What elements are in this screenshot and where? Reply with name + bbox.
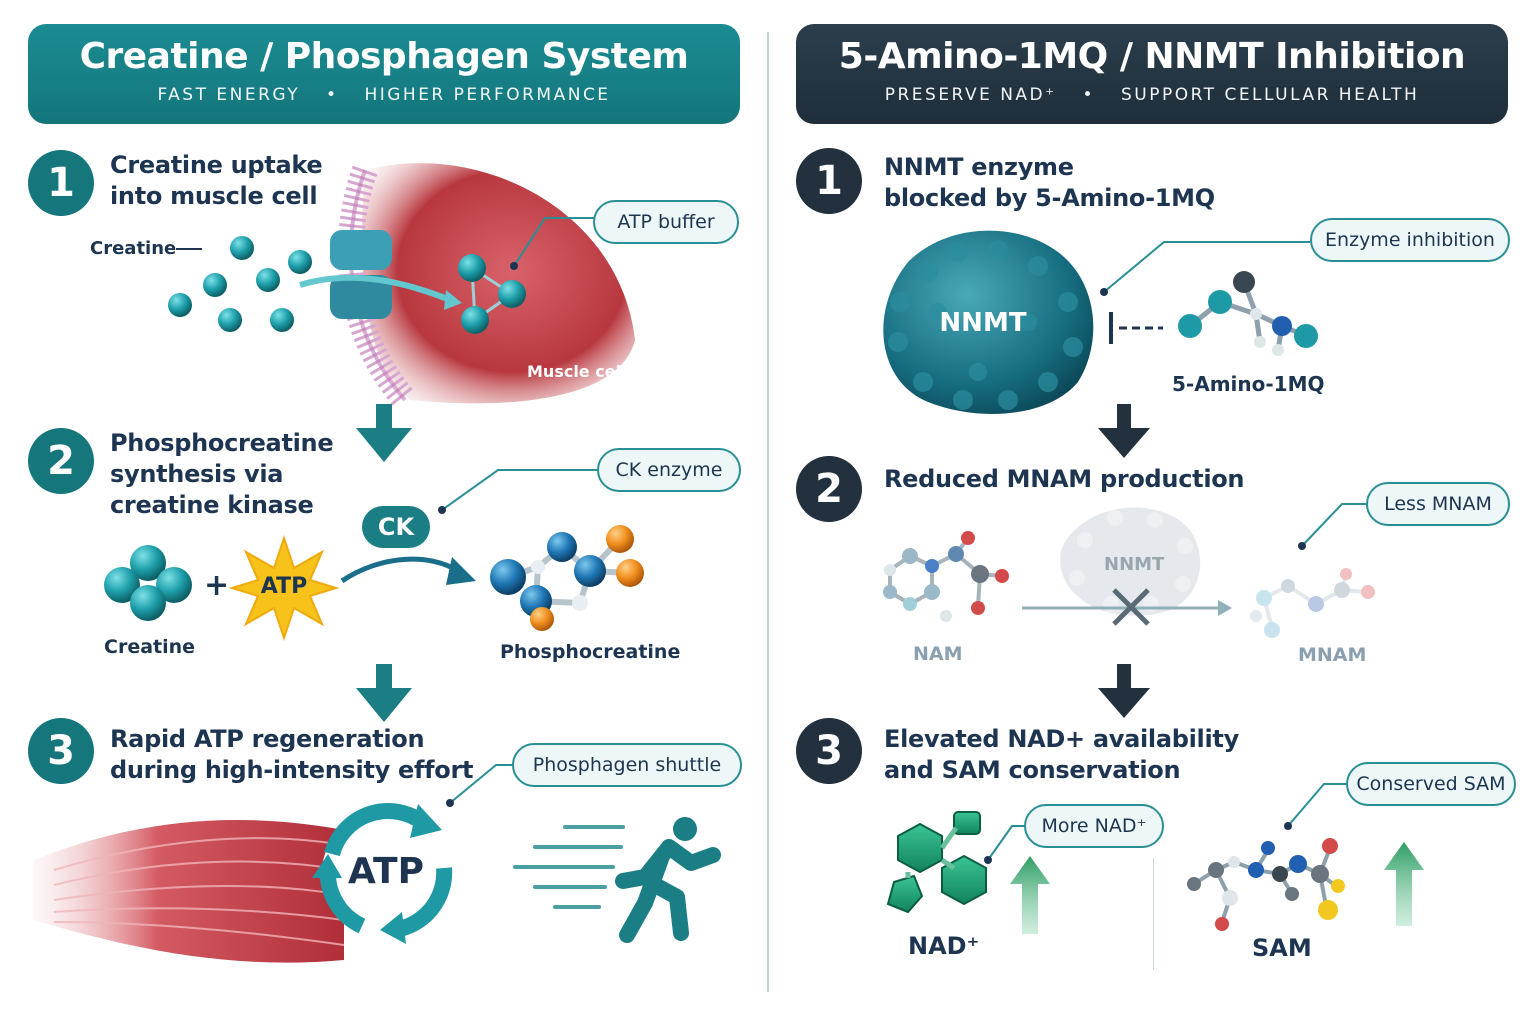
right-subtitle-a: PRESERVE NAD⁺ — [884, 85, 1057, 105]
arrow-down-icon — [1098, 664, 1150, 718]
center-divider — [767, 32, 769, 992]
left-step-1-line2: into muscle cell — [110, 182, 318, 210]
x-block-icon — [1112, 588, 1150, 626]
phosphagen-shuttle-pill: Phosphagen shuttle — [512, 743, 742, 787]
left-step-2-line1: Phosphocreatine — [110, 429, 334, 457]
mnam-leader-line — [1298, 503, 1366, 550]
left-subtitle-b: HIGHER PERFORMANCE — [364, 85, 611, 105]
phosphocreatine-label: Phosphocreatine — [500, 641, 681, 663]
muscle-fiber-illustration — [34, 820, 345, 963]
left-banner: Creatine / Phosphagen System FAST ENERGY… — [28, 24, 740, 124]
atp-star-label: ATP — [260, 574, 308, 599]
muscle-cell-illustration — [168, 163, 635, 409]
sam-molecule-icon — [1187, 838, 1345, 931]
right-step-2-line1: Reduced MNAM production — [884, 465, 1245, 493]
cycle-arrows-icon — [312, 803, 453, 944]
right-banner: 5-Amino-1MQ / NNMT Inhibition PRESERVE N… — [796, 24, 1508, 124]
left-step-1-number: 1 — [28, 150, 94, 216]
more-nad-pill: More NAD⁺ — [1024, 804, 1164, 848]
ck-leader-line — [438, 469, 598, 514]
left-step-1-line1: Creatine uptake — [110, 151, 323, 179]
sam-label: SAM — [1252, 934, 1312, 962]
right-title: 5-Amino-1MQ / NNMT Inhibition — [838, 36, 1466, 77]
right-subtitle-b: SUPPORT CELLULAR HEALTH — [1120, 85, 1420, 105]
creatine-bottom-label: Creatine — [104, 636, 196, 658]
right-step-3-line1: Elevated NAD+ availability — [884, 725, 1239, 753]
shuttle-leader-line — [446, 764, 512, 807]
nam-molecule-icon — [883, 531, 1009, 622]
amino-1mq-molecule-icon — [1178, 271, 1318, 356]
up-arrow-icon — [1010, 856, 1050, 934]
inhibition-symbol-icon — [1109, 312, 1163, 344]
right-step-3-line2: and SAM conservation — [884, 756, 1181, 784]
nnmt-faded-label: NNMT — [1104, 554, 1165, 575]
ck-enzyme-pill: CK enzyme — [597, 448, 741, 492]
left-subtitle: FAST ENERGY • HIGHER PERFORMANCE — [28, 85, 740, 105]
right-step-1-text: NNMT enzyme blocked by 5-Amino-1MQ — [884, 152, 1215, 214]
mnam-label: MNAM — [1298, 644, 1367, 666]
atp-star-icon — [228, 534, 340, 642]
left-step-2-line2: synthesis via — [110, 460, 284, 488]
left-step-2-line3: creatine kinase — [110, 491, 314, 519]
right-subtitle: PRESERVE NAD⁺ • SUPPORT CELLULAR HEALTH — [796, 85, 1508, 105]
up-arrow-icon — [1384, 842, 1424, 926]
left-step-3-number: 3 — [28, 718, 94, 784]
right-step-3-text: Elevated NAD+ availability and SAM conse… — [884, 724, 1239, 786]
atp-buffer-cluster — [458, 254, 526, 334]
creatine-molecules — [168, 236, 312, 332]
left-step-3-line2: during high-intensity effort — [110, 756, 474, 784]
nam-label: NAM — [913, 643, 963, 665]
mnam-molecule-icon — [1250, 568, 1375, 638]
left-title: Creatine / Phosphagen System — [79, 36, 689, 77]
nad-sam-divider — [1153, 858, 1154, 970]
right-step-2-text: Reduced MNAM production — [884, 464, 1245, 495]
nad-label: NAD⁺ — [908, 932, 980, 960]
atp-cycle-label: ATP — [347, 851, 424, 892]
ck-reaction-arrow — [340, 556, 476, 585]
runner-icon — [513, 817, 721, 943]
nnmt-label: NNMT — [939, 308, 1027, 338]
left-step-3-line1: Rapid ATP regeneration — [110, 725, 425, 753]
enzyme-inhibition-pill: Enzyme inhibition — [1310, 218, 1510, 262]
left-subtitle-a: FAST ENERGY — [157, 85, 301, 105]
nad-molecule-icon — [886, 811, 987, 914]
phosphocreatine-molecule-icon — [490, 525, 644, 631]
right-step-3-number: 3 — [796, 718, 862, 784]
left-step-2-text: Phosphocreatine synthesis via creatine k… — [110, 428, 334, 521]
left-step-1-text: Creatine uptake into muscle cell — [110, 150, 323, 212]
creatine-molecule-icon — [104, 545, 192, 621]
left-step-2-number: 2 — [28, 428, 94, 494]
right-step-1-line1: NNMT enzyme — [884, 153, 1074, 181]
bullet-icon: • — [1082, 85, 1096, 105]
plus-sign: + — [204, 568, 230, 603]
creatine-label: Creatine — [90, 238, 177, 259]
less-mnam-pill: Less MNAM — [1366, 482, 1510, 526]
nnmt-protein-illustration — [883, 230, 1094, 414]
creatine-leader-line — [176, 248, 202, 250]
inhibition-leader-line — [1100, 241, 1310, 296]
atp-buffer-pill: ATP buffer — [593, 200, 739, 244]
ck-badge: CK — [362, 506, 430, 548]
right-step-1-line2: blocked by 5-Amino-1MQ — [884, 184, 1215, 212]
left-step-3-text: Rapid ATP regeneration during high-inten… — [110, 724, 473, 786]
conserved-sam-pill: Conserved SAM — [1346, 762, 1516, 806]
arrow-down-icon — [356, 664, 412, 722]
amino-1mq-label: 5-Amino-1MQ — [1172, 372, 1325, 396]
muscle-cell-label: Muscle cell — [527, 362, 627, 381]
sam-leader-line — [1284, 783, 1348, 830]
arrow-down-icon — [1098, 404, 1150, 458]
bullet-icon: • — [326, 85, 339, 105]
blocked-reaction-arrow — [1022, 588, 1232, 626]
right-step-2-number: 2 — [796, 456, 862, 522]
arrow-down-icon — [356, 404, 412, 462]
right-step-1-number: 1 — [796, 148, 862, 214]
nad-leader-line — [984, 825, 1026, 864]
